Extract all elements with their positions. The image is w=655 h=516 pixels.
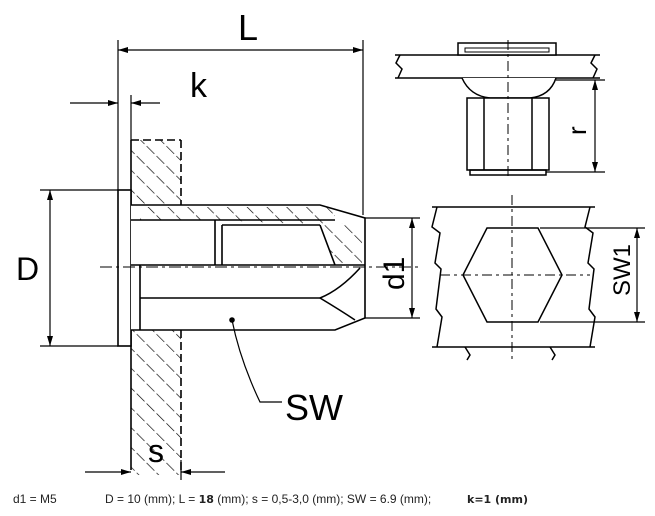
caption-d1: d1 = M5: [13, 492, 57, 506]
label-SW1: SW1: [609, 244, 636, 296]
caption-specs-text: D = 10 (mm); L =: [105, 492, 199, 506]
top-right-installed-view: [395, 40, 605, 180]
label-d1: d1: [378, 257, 411, 290]
dimension-labels: L k D d1 SW s r SW1: [16, 7, 636, 469]
label-s: s: [148, 433, 164, 469]
label-D: D: [16, 251, 39, 287]
caption-L-value: 18: [198, 493, 214, 506]
caption-k: k=1 (mm): [467, 492, 528, 506]
caption-specs-rest: (mm); s = 0,5-3,0 (mm); SW = 6.9 (mm);: [213, 492, 432, 506]
dimensions: [40, 40, 420, 480]
caption-specs: D = 10 (mm); L = 18 (mm); s = 0,5-3,0 (m…: [105, 492, 431, 506]
side-section-view: [100, 139, 420, 475]
label-r: r: [562, 126, 592, 135]
label-L: L: [238, 7, 258, 48]
caption-k-text: k=1 (mm): [467, 493, 528, 506]
bottom-right-hex-view: [431, 195, 645, 361]
label-SW: SW: [285, 387, 343, 428]
label-k: k: [190, 67, 208, 105]
